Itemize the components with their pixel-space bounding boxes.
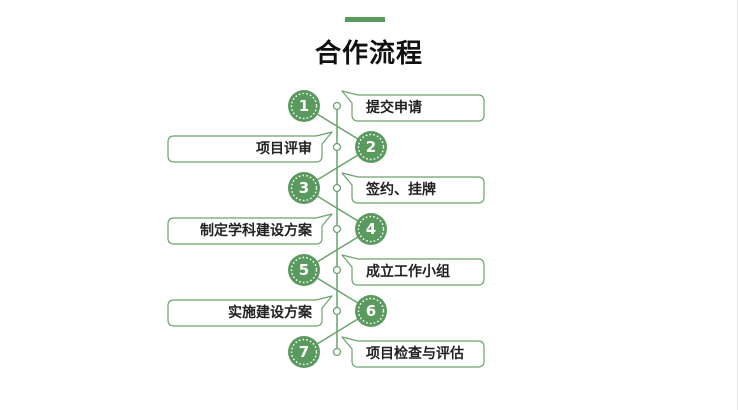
step-number-badge	[288, 90, 320, 122]
step-label: 实施建设方案	[228, 305, 312, 321]
step-number: 5	[299, 261, 309, 279]
step-label: 提交申请	[366, 100, 422, 116]
step-number: 6	[366, 302, 376, 320]
step-number-badge	[355, 131, 387, 163]
step-number: 1	[299, 97, 309, 115]
step-callout-bubble	[167, 295, 333, 327]
spine-node	[332, 183, 342, 193]
step-badge-dotted-ring	[357, 297, 385, 325]
step-number-badge	[288, 336, 320, 368]
step-number: 7	[299, 343, 309, 361]
step-callout-bubble	[341, 172, 485, 204]
step-number-badge	[288, 254, 320, 286]
step-number-badge	[355, 213, 387, 245]
title-accent-bar	[345, 17, 385, 22]
spine-node	[332, 142, 342, 152]
spine-node	[332, 224, 342, 234]
step-label: 签约、挂牌	[366, 182, 436, 198]
spine-node	[332, 347, 342, 357]
step-callout-bubble	[167, 213, 333, 245]
spine-node	[332, 101, 342, 111]
step-badge-dotted-ring	[290, 92, 318, 120]
spine-node	[332, 265, 342, 275]
step-badge-dotted-ring	[290, 338, 318, 366]
step-badge-dotted-ring	[357, 215, 385, 243]
step-label: 项目检查与评估	[366, 346, 464, 362]
step-label: 项目评审	[256, 141, 312, 157]
step-callout-bubble	[167, 131, 333, 163]
step-number: 3	[299, 179, 309, 197]
step-number-badge	[288, 172, 320, 204]
step-badge-dotted-ring	[357, 133, 385, 161]
step-callout-bubble	[341, 90, 485, 122]
step-number-badge	[355, 295, 387, 327]
step-callout-bubble	[341, 254, 485, 286]
step-callout-bubble	[341, 336, 485, 368]
step-number: 4	[366, 220, 376, 238]
step-label: 制定学科建设方案	[200, 223, 312, 239]
step-badge-dotted-ring	[290, 174, 318, 202]
spine-node	[332, 306, 342, 316]
step-badge-dotted-ring	[290, 256, 318, 284]
page-title: 合作流程	[314, 39, 423, 69]
step-number: 2	[366, 138, 376, 156]
step-label: 成立工作小组	[366, 264, 450, 280]
